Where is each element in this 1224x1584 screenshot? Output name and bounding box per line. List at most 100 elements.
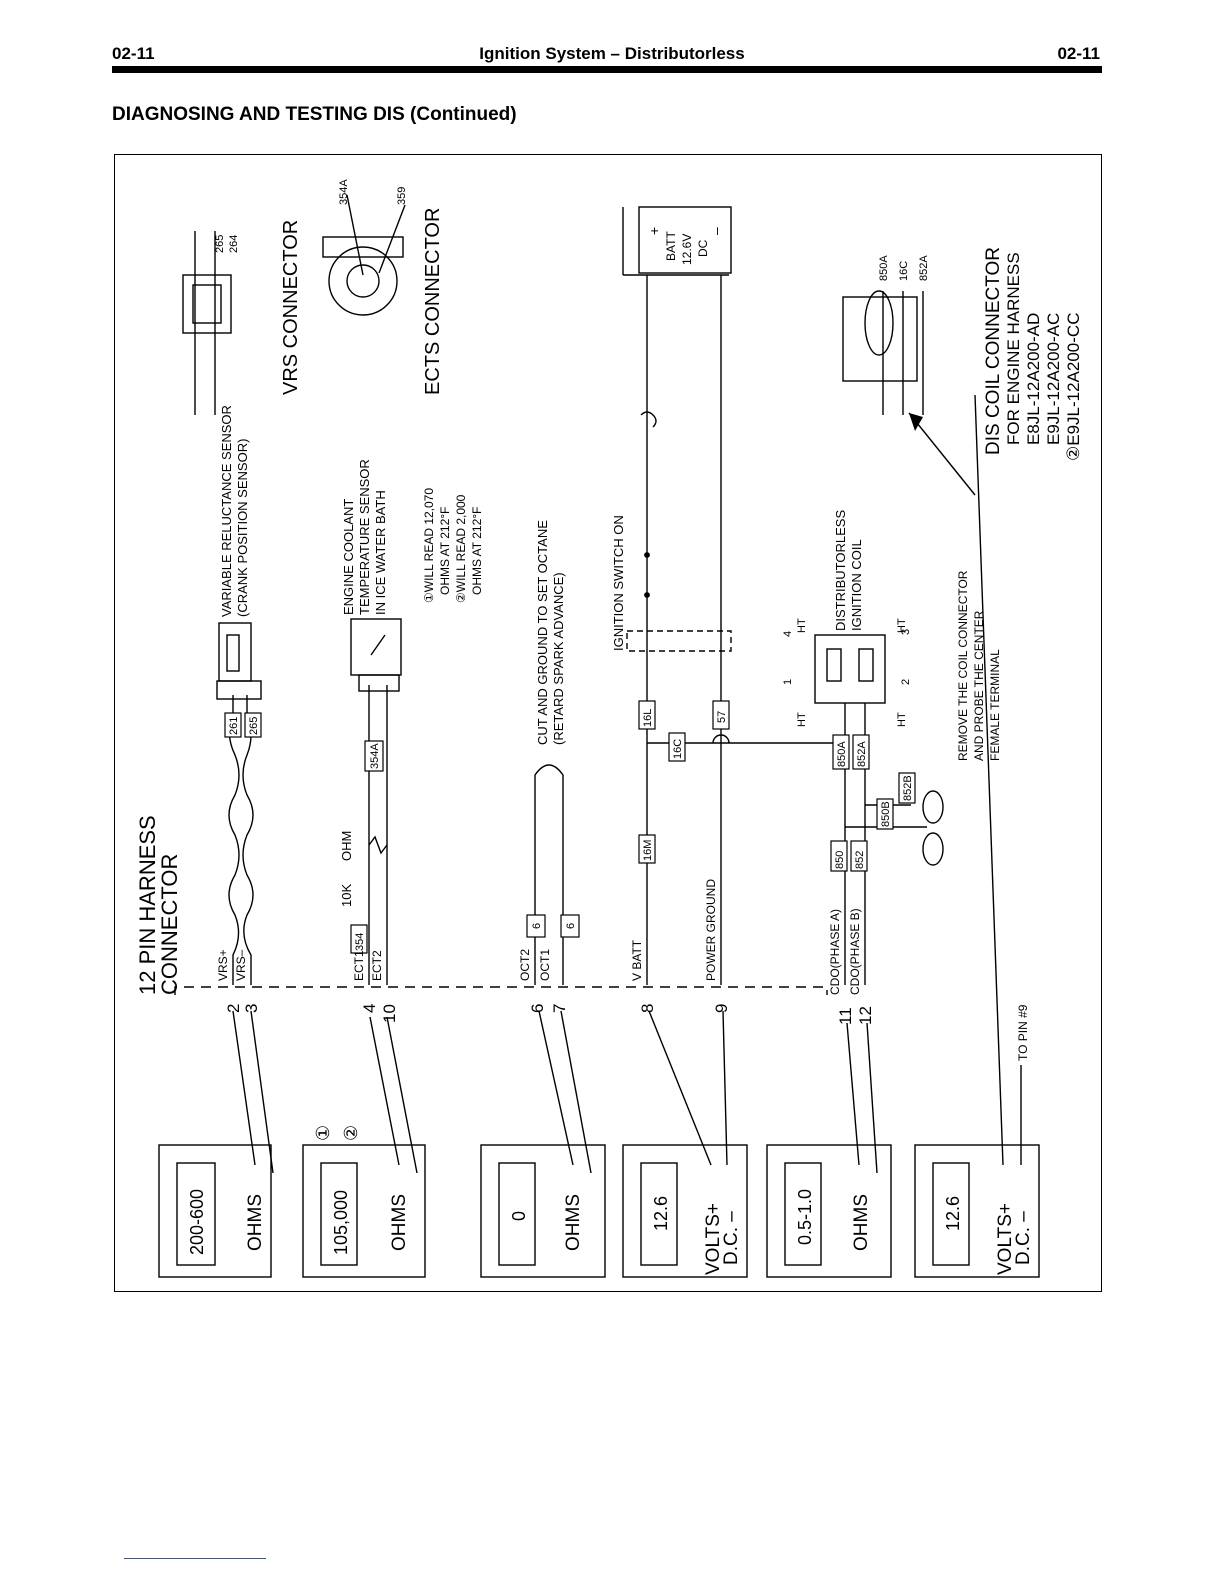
coil-ht: HT (796, 712, 808, 727)
wiring-diagram: 12 PIN HARNESS CONNECTOR 2 3 4 10 6 7 8 … (135, 179, 1083, 1278)
wire-label-ect1: ECT1 (352, 950, 366, 981)
meter-reading: 105,000 (331, 1190, 351, 1255)
wire-label-vbatt: V BATT (630, 939, 644, 981)
wire-tag: 850B (880, 801, 892, 827)
octane-label-1: CUT AND GROUND TO SET OCTANE (535, 520, 550, 745)
vrs-connector-title: VRS CONNECTOR (280, 220, 302, 395)
wire-tag: 6 (565, 923, 577, 929)
wire-label-cdo-b: CDO(PHASE B) (848, 908, 862, 995)
meter-unit: VOLTS+ (703, 1203, 724, 1275)
page-number-left: 02-11 (112, 44, 155, 63)
dis-title-2: FOR ENGINE HARNESS (1004, 252, 1023, 445)
coil-ht: HT (896, 712, 908, 727)
meter-reading: 12.6 (651, 1196, 671, 1231)
resistor-label-ohm: OHM (339, 831, 354, 861)
page-number-right: 02-11 (1057, 44, 1100, 63)
harness-title-1: 12 PIN HARNESS (135, 815, 160, 995)
wire-tag: 16L (642, 709, 654, 727)
coil-pin: 3 (900, 629, 912, 635)
wire-tag: 57 (716, 711, 728, 723)
coil-pin: 1 (782, 679, 794, 685)
battery-label: BATT (664, 231, 678, 261)
footer-line (124, 1558, 266, 1559)
pin-label: 8 (638, 1004, 657, 1013)
remove-instruction-3: FEMALE TERMINAL (988, 649, 1002, 761)
pin-label: 6 (528, 1004, 547, 1013)
dis-title-1: DIS COIL CONNECTOR (983, 247, 1004, 455)
pin-label: 7 (550, 1004, 569, 1013)
meter-reading: 200-600 (187, 1189, 207, 1255)
coil-pin: 4 (782, 631, 794, 637)
section-title: DIAGNOSING AND TESTING DIS (Continued) (112, 104, 517, 125)
octane-label-2: (RETARD SPARK ADVANCE) (551, 572, 566, 745)
running-header-title: Ignition System – Distributorless (479, 44, 745, 63)
wire-label-oct1: OCT1 (538, 949, 552, 981)
wire-label-vrs-plus: VRS+ (216, 949, 230, 981)
header-rule (112, 66, 1102, 73)
remove-instruction-2: AND PROBE THE CENTER (972, 610, 986, 761)
ects-pin-359: 359 (396, 187, 408, 205)
resistor-label-10k: 10K (339, 884, 354, 907)
wire-tag: 6 (531, 923, 543, 929)
wire-label-oct2: OCT2 (518, 949, 532, 981)
wiring-diagram-frame: 12 PIN HARNESS CONNECTOR 2 3 4 10 6 7 8 … (114, 154, 1102, 1292)
wire-label-cdo-a: CDO(PHASE A) (828, 909, 842, 995)
wire-tag: 354 (354, 933, 366, 951)
battery-minus: – (708, 227, 724, 235)
wire-tag: 265 (248, 717, 260, 735)
meter-unit: OHMS (389, 1194, 410, 1251)
pin-label: 4 (360, 1004, 379, 1013)
coil-ht: HT (896, 618, 908, 633)
wire-tag: 852A (856, 741, 868, 767)
meter-reading: 0.5-1.0 (795, 1189, 815, 1245)
wire-tag: 16C (672, 739, 684, 759)
ects-connector-title: ECTS CONNECTOR (422, 208, 444, 395)
note-marker-2: ② (341, 1125, 361, 1141)
vrs-pin-264: 264 (228, 235, 240, 253)
dis-pin-850a: 850A (878, 255, 890, 281)
harness-title-2: CONNECTOR (157, 854, 182, 995)
dis-pin-16c: 16C (898, 261, 910, 281)
wire-tag: 16M (642, 840, 654, 861)
meter-unit: OHMS (563, 1194, 584, 1251)
vrs-sensor-label-1: VARIABLE RELUCTANCE SENSOR (219, 405, 234, 617)
note-2-line-1: ②WILL READ 2,000 (454, 494, 468, 603)
meter-unit: VOLTS+ (995, 1203, 1016, 1275)
vrs-sensor-label-2: (CRANK POSITION SENSOR) (235, 439, 250, 617)
pin-label: 11 (836, 1007, 855, 1025)
meter-reading: 12.6 (943, 1196, 963, 1231)
pin-label: 9 (712, 1004, 731, 1013)
note-1-line-2: OHMS AT 212°F (438, 507, 452, 595)
wire-label-vrs-minus: VRS– (234, 949, 248, 981)
dis-title-3: E8JL-12A200-AD (1024, 313, 1043, 445)
vrs-pin-265: 265 (214, 235, 226, 253)
dis-pin-852a: 852A (918, 255, 930, 281)
pin-label: 10 (380, 1004, 399, 1023)
wire-label-power-ground: POWER GROUND (704, 879, 718, 981)
meter-unit: OHMS (851, 1194, 872, 1251)
wire-tag: 850A (836, 741, 848, 767)
battery-volts: 12.6V (680, 234, 694, 265)
coil-label-1: DISTRIBUTORLESS (833, 510, 848, 631)
wire-tag: 850 (834, 851, 846, 869)
coil-label-2: IGNITION COIL (849, 539, 864, 631)
wire-tag: 261 (228, 717, 240, 735)
wire-tag: 852 (854, 851, 866, 869)
meter-unit-dc: D.C. – (1013, 1211, 1034, 1265)
coil-pin: 2 (900, 679, 912, 685)
remove-instruction-1: REMOVE THE COIL CONNECTOR (956, 570, 970, 761)
coolant-label-1: ENGINE COOLANT (341, 499, 356, 615)
dis-title-4: E9JL-12A200-AC (1044, 313, 1063, 445)
pin-label: 12 (856, 1006, 875, 1025)
wire-label-ect2: ECT2 (370, 950, 384, 981)
to-pin-9-label: TO PIN #9 (1016, 1004, 1030, 1061)
battery-dc: DC (696, 239, 710, 257)
coolant-label-3: IN ICE WATER BATH (373, 490, 388, 615)
note-2-line-2: OHMS AT 212°F (470, 507, 484, 595)
note-1-line-1: ①WILL READ 12,070 (422, 488, 436, 603)
dis-title-5: ②E9JL-12A200-CC (1064, 313, 1083, 461)
wire-tag: 852B (902, 775, 914, 801)
coolant-label-2: TEMPERATURE SENSOR (357, 459, 372, 615)
battery-plus: + (646, 227, 662, 235)
pin-label: 3 (242, 1004, 261, 1013)
